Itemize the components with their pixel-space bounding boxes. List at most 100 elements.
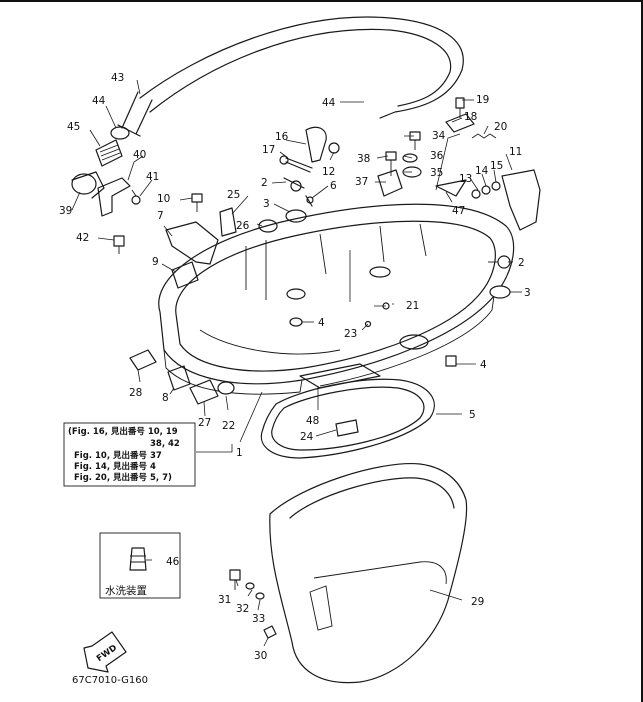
- callout-44-left: 44: [92, 95, 106, 107]
- callout-26: 26: [236, 220, 250, 232]
- callout-36: 36: [430, 150, 444, 162]
- callout-31: 31: [218, 594, 231, 606]
- fwd-label: FWD: [95, 643, 119, 664]
- bolt-17: [279, 155, 313, 173]
- callout-47: 47: [452, 205, 465, 217]
- callout-2-left: 2: [261, 177, 268, 189]
- callout-25: 25: [227, 189, 240, 201]
- screw-6: [305, 195, 314, 207]
- lower-cowling-29: [269, 462, 468, 684]
- callout-10: 10: [157, 193, 170, 205]
- callout-9: 9: [152, 256, 159, 268]
- callout-19: 19: [476, 94, 489, 106]
- callout-42: 42: [76, 232, 89, 244]
- nut-12: [328, 142, 340, 154]
- callout-41: 41: [146, 171, 159, 183]
- callout-38: 38: [357, 153, 370, 165]
- callout-3-right: 3: [524, 287, 531, 299]
- callout-21: 21: [406, 300, 419, 312]
- plate-48: [299, 363, 381, 389]
- bolt-2-right: [488, 255, 511, 269]
- fitting-46: [129, 547, 147, 571]
- callout-23: 23: [344, 328, 357, 340]
- frame-right-border: [641, 0, 643, 702]
- diagram-code: 67C7010-G160: [72, 675, 148, 686]
- fitting-45: [95, 139, 123, 167]
- hose-43: [117, 91, 153, 137]
- callout-34: 34: [432, 130, 446, 142]
- bottom-cowling-1: [158, 203, 515, 395]
- pad-37: [377, 169, 403, 197]
- callout-33: 33: [252, 613, 265, 625]
- callout-6: 6: [330, 180, 337, 192]
- bracket-8: [167, 365, 191, 391]
- fwd-arrow: [83, 631, 127, 673]
- screw-10: [191, 193, 203, 212]
- callout-4-right: 4: [480, 359, 487, 371]
- bracket-39: [71, 171, 105, 199]
- ref-line-1: (Fig. 16, 見出番号 10, 19: [68, 426, 178, 437]
- callout-32: 32: [236, 603, 249, 615]
- callout-7: 7: [157, 210, 164, 222]
- callout-24: 24: [300, 431, 314, 443]
- grommet-4-center: [289, 317, 303, 327]
- plate-9: [171, 261, 199, 289]
- grommet-3-right: [489, 285, 511, 299]
- callout-4-center: 4: [318, 317, 325, 329]
- callout-1: 1: [236, 447, 243, 459]
- plate-47: [435, 179, 467, 197]
- seal-5: [260, 378, 435, 459]
- bracket-25: [219, 207, 237, 237]
- bolt-2-left: [283, 177, 305, 192]
- clamp-44: [110, 126, 130, 140]
- callout-37: 37: [355, 176, 368, 188]
- callout-17: 17: [262, 144, 275, 156]
- pad-24: [335, 419, 359, 437]
- frame-top-border: [0, 0, 643, 2]
- ref-line-4: Fig. 14, 見出番号 4: [74, 461, 156, 472]
- interior-ribs: [245, 223, 429, 350]
- nut-30: [263, 625, 277, 639]
- callout-28: 28: [129, 387, 142, 399]
- lever-7: [165, 221, 219, 265]
- callout-29: 29: [471, 596, 484, 608]
- callout-12: 12: [322, 166, 335, 178]
- callout-3-left: 3: [263, 198, 270, 210]
- bolt-38: [385, 151, 397, 176]
- seal-28: [129, 349, 157, 371]
- callout-45: 45: [67, 121, 80, 133]
- washer-36: [402, 153, 418, 163]
- holder-40: [97, 177, 131, 217]
- callout-13: 13: [459, 173, 472, 185]
- lever-11: [501, 169, 541, 231]
- grommet-4-right: [445, 355, 457, 367]
- ref-line-5: Fig. 20, 見出番号 5, 7): [74, 472, 172, 483]
- screw-23: [364, 320, 372, 328]
- callout-48: 48: [306, 415, 319, 427]
- callout-35: 35: [430, 167, 443, 179]
- grommet-22: [217, 381, 235, 395]
- screw-34: [409, 131, 421, 150]
- bolt-42: [113, 235, 125, 254]
- callout-43: 43: [111, 72, 124, 84]
- leader-lines: [71, 79, 522, 647]
- callout-18: 18: [464, 111, 477, 123]
- callout-16: 16: [275, 131, 289, 143]
- inset-box: [99, 532, 181, 599]
- callout-27: 27: [198, 417, 211, 429]
- callout-40: 40: [133, 149, 146, 161]
- washer-33: [255, 592, 265, 600]
- bracket-18: [445, 113, 475, 133]
- callout-20: 20: [494, 121, 507, 133]
- bolt-31: [229, 569, 241, 590]
- callout-15: 15: [490, 160, 503, 172]
- callout-22: 22: [222, 420, 235, 432]
- inset-label: 水洗装置: [105, 584, 147, 597]
- ref-line-2: 38, 42: [150, 439, 180, 449]
- callout-30: 30: [254, 650, 267, 662]
- latch-16: [305, 126, 327, 163]
- screw-41: [131, 189, 141, 205]
- callout-14: 14: [475, 165, 489, 177]
- callout-5: 5: [469, 409, 476, 421]
